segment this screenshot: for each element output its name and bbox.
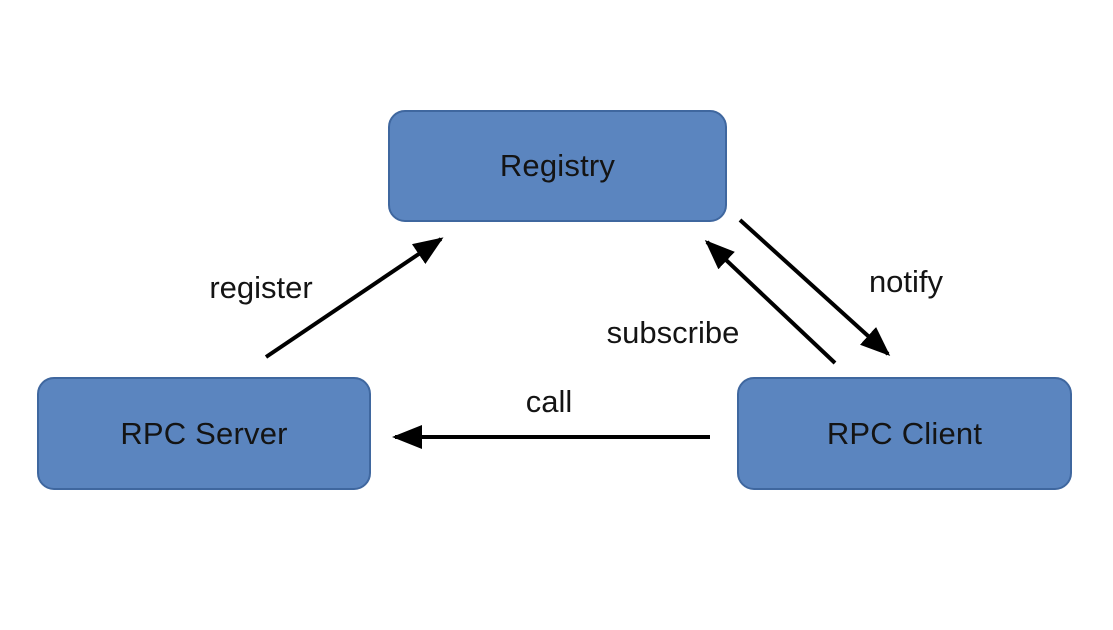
register-arrow (264, 237, 444, 359)
node-registry: Registry (388, 110, 727, 222)
edge-label-subscribe: subscribe (606, 315, 740, 350)
node-rpc-client: RPC Client (737, 377, 1072, 490)
notify-arrow (738, 218, 891, 357)
edge-label-register: register (209, 270, 313, 305)
node-rpc-server-label: RPC Server (120, 415, 288, 451)
node-rpc-server: RPC Server (37, 377, 371, 490)
edge-label-call: call (525, 384, 573, 419)
node-registry-label: Registry (499, 148, 616, 183)
edge-label-notify: notify (868, 264, 944, 299)
subscribe-arrow (704, 239, 837, 365)
node-rpc-client-label: RPC Client (826, 415, 983, 451)
